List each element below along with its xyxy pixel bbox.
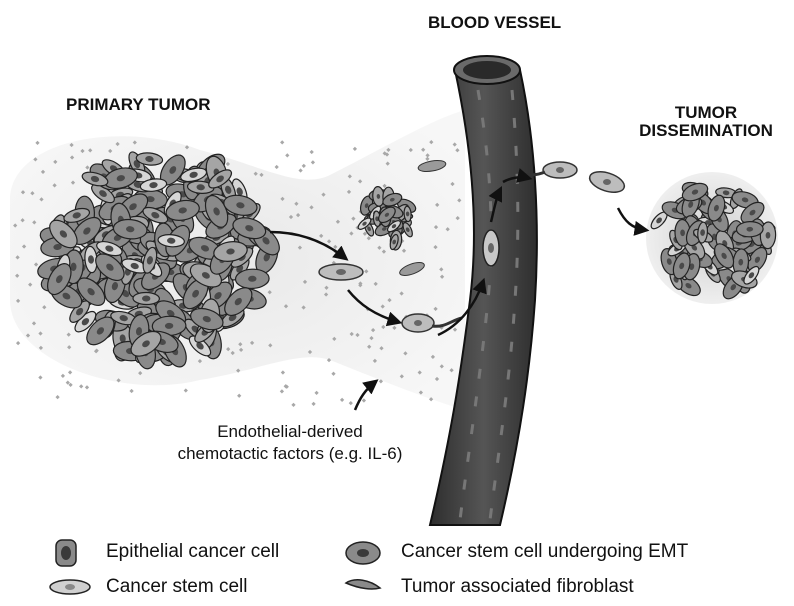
stroma-particle [66,381,70,385]
stroma-particle [79,384,83,388]
tumor-associated-fibroblast-icon [346,580,380,589]
circulating-cell [483,230,499,266]
stroma-particle [35,141,39,145]
stroma-particle [184,388,188,392]
stroma-particle [68,370,72,374]
primary-tumor-heading: PRIMARY TUMOR [66,96,211,114]
stroma-particle [311,160,315,164]
arrow-to-metastasis [618,208,645,230]
legend-label-cancer-stem-cell-emt: Cancer stem cell undergoing EMT [401,541,688,563]
tumor-cell [133,292,160,304]
stroma-particle [291,403,295,407]
stroma-particle [38,375,42,379]
tumor-dissemination-heading: TUMOR DISSEMINATION [618,104,794,140]
stroma-particle [349,401,353,405]
stroma-particle [275,165,279,169]
stroma-particle [298,168,302,172]
stroma-particle [285,153,289,157]
stroma-particle [340,398,344,402]
stroma-particle [362,398,366,402]
cancer-stem-cell-emt-icon [346,542,380,564]
legend-label-cancer-stem-cell: Cancer stem cell [106,576,248,598]
legend-label-epithelial-cancer-cell: Epithelial cancer cell [106,541,279,563]
tumor-dissemination-line2: DISSEMINATION [618,122,794,140]
stroma-particle [237,394,241,398]
annotation-line1: Endothelial-derived [140,421,440,443]
cancer-stem-cell-icon [50,580,90,594]
stroma-particle [129,389,133,393]
stroma-particle [281,370,285,374]
stroma-particle [353,147,357,151]
chemotactic-factors-annotation: Endothelial-derived chemotactic factors … [140,421,440,465]
stroma-particle [310,150,314,154]
stroma-particle [302,164,306,168]
migrating-stem-cell [319,264,363,280]
tumor-cell [235,269,269,289]
arrow-chemotaxis [355,382,375,410]
legend-label-tumor-associated-fibroblast: Tumor associated fibroblast [401,576,634,598]
stroma-particle [331,372,335,376]
stroma-particle [85,385,89,389]
stroma-particle [55,395,59,399]
stroma-particle [61,374,65,378]
epithelial-cancer-cell-icon [56,540,76,566]
stroma-particle [68,383,72,387]
stroma-particle [311,402,315,406]
blood-vessel-heading: BLOOD VESSEL [428,14,561,32]
tumor-dissemination-line1: TUMOR [618,104,794,122]
annotation-line2: chemotactic factors (e.g. IL-6) [140,443,440,465]
stroma-particle [280,389,284,393]
stroma-particle [280,140,284,144]
stroma-particle [16,341,20,345]
disseminating-cell [587,168,627,196]
tumor-cell [736,221,763,237]
stroma-particle [314,391,318,395]
